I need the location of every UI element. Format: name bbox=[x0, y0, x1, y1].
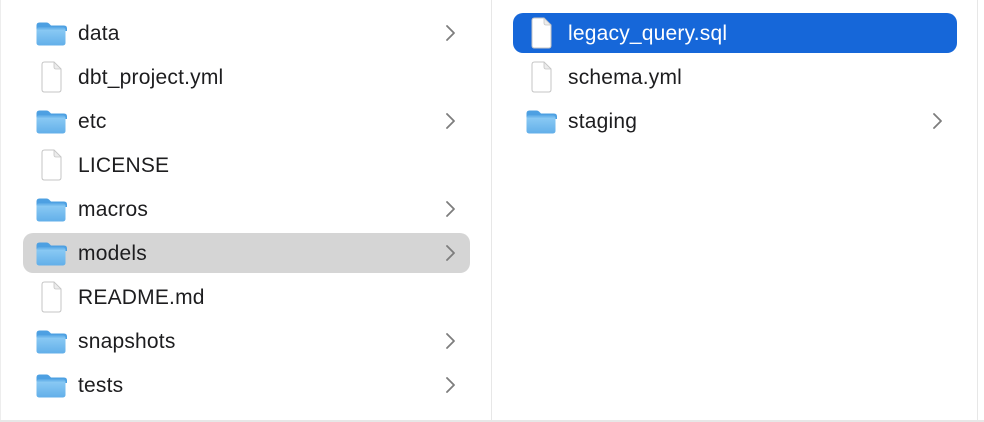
file-row[interactable]: macros bbox=[23, 189, 470, 229]
file-row[interactable]: data bbox=[23, 13, 470, 53]
chevron-right-icon bbox=[445, 200, 456, 218]
file-row[interactable]: dbt_project.yml bbox=[23, 57, 470, 97]
file-label: etc bbox=[78, 109, 107, 133]
file-label: LICENSE bbox=[78, 153, 170, 177]
file-label: tests bbox=[78, 373, 124, 397]
chevron-right-icon bbox=[445, 24, 456, 42]
next-column-placeholder bbox=[978, 0, 984, 422]
document-icon bbox=[35, 59, 67, 95]
document-icon bbox=[35, 147, 67, 183]
chevron-right-icon bbox=[445, 244, 456, 262]
file-label: legacy_query.sql bbox=[568, 21, 728, 45]
chevron-right-icon bbox=[445, 112, 456, 130]
folder-icon bbox=[35, 367, 67, 403]
chevron-right-icon bbox=[445, 376, 456, 394]
file-row[interactable]: etc bbox=[23, 101, 470, 141]
file-label: schema.yml bbox=[568, 65, 683, 89]
chevron-right-icon bbox=[445, 332, 456, 350]
file-row[interactable]: schema.yml bbox=[513, 57, 957, 97]
folder-icon bbox=[525, 103, 557, 139]
folder-icon bbox=[35, 103, 67, 139]
file-row[interactable]: staging bbox=[513, 101, 957, 141]
document-icon bbox=[35, 279, 67, 315]
folder-icon bbox=[35, 191, 67, 227]
folder-icon bbox=[35, 15, 67, 51]
file-label: dbt_project.yml bbox=[78, 65, 224, 89]
column-project-root: data dbt_pr bbox=[0, 0, 492, 422]
file-label: README.md bbox=[78, 285, 205, 309]
document-icon bbox=[525, 59, 557, 95]
file-row[interactable]: legacy_query.sql bbox=[513, 13, 957, 53]
file-row[interactable]: LICENSE bbox=[23, 145, 470, 185]
file-label: models bbox=[78, 241, 147, 265]
file-row[interactable]: snapshots bbox=[23, 321, 470, 361]
file-label: macros bbox=[78, 197, 149, 221]
folder-icon bbox=[35, 323, 67, 359]
folder-icon bbox=[35, 235, 67, 271]
file-row[interactable]: tests bbox=[23, 365, 470, 405]
column-models-contents: legacy_query.sql bbox=[492, 0, 978, 422]
chevron-right-icon bbox=[932, 112, 943, 130]
file-row[interactable]: README.md bbox=[23, 277, 470, 317]
file-label: staging bbox=[568, 109, 638, 133]
file-label: data bbox=[78, 21, 120, 45]
file-row[interactable]: models bbox=[23, 233, 470, 273]
file-label: snapshots bbox=[78, 329, 176, 353]
bottom-border bbox=[0, 420, 984, 422]
document-icon bbox=[525, 15, 557, 51]
